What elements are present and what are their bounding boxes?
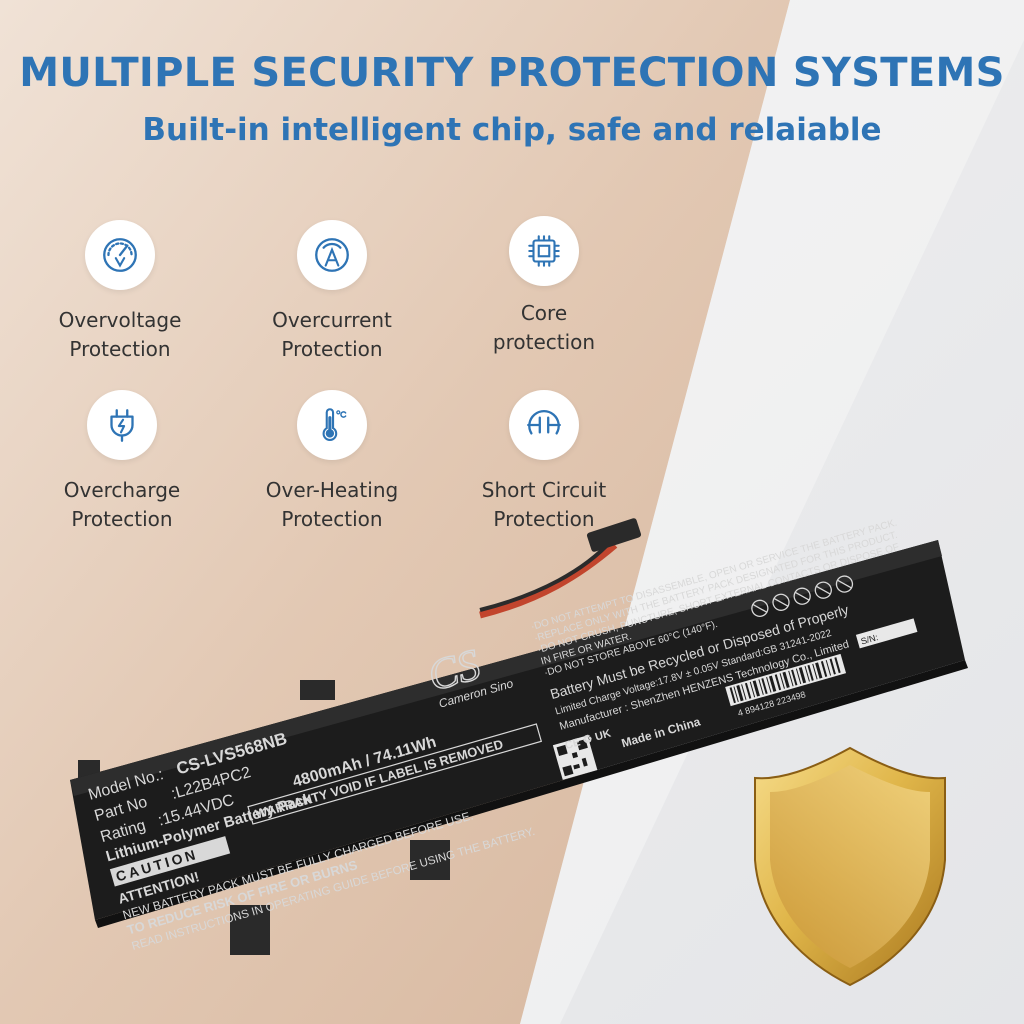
- plug-bolt-icon: [87, 390, 157, 460]
- safety-symbols: [751, 575, 854, 618]
- feature-overcurrent: Overcurrent Protection: [222, 220, 442, 364]
- feature-label-line2: Protection: [71, 507, 173, 531]
- qr-code: [552, 735, 598, 780]
- feature-label-line1: Overvoltage: [58, 308, 182, 332]
- thermometer-icon: [297, 390, 367, 460]
- feature-label-line1: Overcharge: [63, 478, 181, 502]
- capacitor-icon: [509, 390, 579, 460]
- feature-label-line1: Overcurrent: [272, 308, 392, 332]
- feature-label-line1: Core: [520, 301, 568, 325]
- gauge-v-icon: [85, 220, 155, 290]
- feature-label-line2: Protection: [281, 507, 383, 531]
- feature-label-line1: Over-Heating: [265, 478, 399, 502]
- page-title: MULTIPLE SECURITY PROTECTION SYSTEMS: [19, 50, 1005, 96]
- feature-short-circuit: Short Circuit Protection: [434, 390, 654, 534]
- feature-core: Core protection: [434, 216, 654, 357]
- page-subtitle: Built-in intelligent chip, safe and rela…: [142, 112, 882, 148]
- feature-label-line2: protection: [492, 330, 596, 354]
- current-a-icon: [297, 220, 367, 290]
- battery-sn-label: S/N:: [860, 632, 880, 646]
- feature-label-line2: Protection: [281, 337, 383, 361]
- feature-label-line2: Protection: [493, 507, 595, 531]
- feature-label-line2: Protection: [69, 337, 171, 361]
- feature-overcharge: Overcharge Protection: [12, 390, 232, 534]
- feature-label-line1: Short Circuit: [481, 478, 607, 502]
- feature-overvoltage: Overvoltage Protection: [10, 220, 230, 364]
- chip-icon: [509, 216, 579, 286]
- feature-overheating: Over-Heating Protection: [222, 390, 442, 534]
